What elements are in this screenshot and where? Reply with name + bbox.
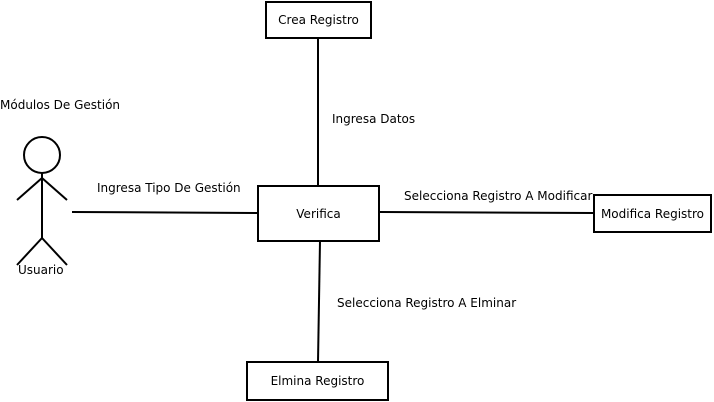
- actor-left-leg: [16, 237, 43, 266]
- node-modifica-registro: Modifica Registro: [593, 194, 712, 233]
- edge-center-to-bottom: [317, 240, 321, 363]
- actor-right-leg: [41, 237, 68, 266]
- actor-title: Módulos De Gestión: [0, 98, 121, 112]
- node-elmina-registro: Elmina Registro: [246, 361, 389, 401]
- node-crea-registro: Crea Registro: [265, 1, 372, 39]
- node-verifica: Verifica: [257, 185, 380, 242]
- actor-figure: [16, 136, 68, 266]
- actor-left-arm: [16, 177, 43, 201]
- edge-center-to-right: [378, 211, 595, 214]
- edge-label-center-to-bottom: Selecciona Registro A Elminar: [337, 296, 517, 310]
- edge-label-center-to-top: Ingresa Datos: [332, 112, 416, 126]
- actor-name: Usuario: [18, 263, 64, 277]
- actor-head: [23, 136, 61, 174]
- edge-actor-to-center: [71, 211, 259, 214]
- actor-right-arm: [41, 177, 68, 201]
- edge-label-actor-to-center: Ingresa Tipo De Gestión: [97, 181, 241, 195]
- edge-label-center-to-right: Selecciona Registro A Modificar: [404, 189, 593, 203]
